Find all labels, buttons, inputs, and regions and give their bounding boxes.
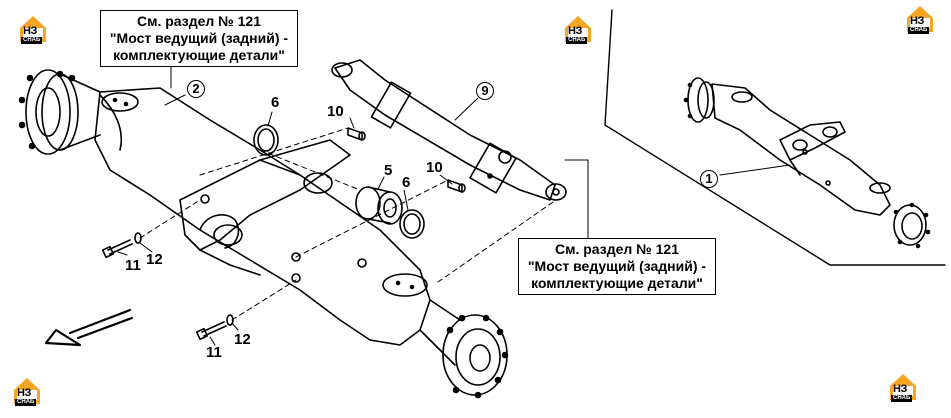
brand-logo-bottom-left: НЗ СНАБ <box>12 376 42 406</box>
callout-top-line3: комплектующие детали" <box>113 47 285 63</box>
brand-logo-top-right: НЗ СНАБ <box>905 4 935 34</box>
cylinder-part-9 <box>331 59 567 201</box>
label-part-6a: 6 <box>271 94 280 111</box>
label-part-11a: 11 <box>125 257 141 274</box>
logo-sub-text: СНАБ <box>908 27 930 34</box>
washer-part-12b <box>226 314 234 326</box>
logo-brand-text: НЗ <box>23 25 37 37</box>
callout-top: См. раздел № 121 "Мост ведущий (задний) … <box>100 10 298 67</box>
label-part-2: 2 <box>187 80 205 98</box>
label-part-10a: 10 <box>327 103 344 120</box>
label-part-12a: 12 <box>146 251 163 268</box>
brand-logo-top-left: НЗ СНАБ <box>18 14 48 44</box>
callout-bottom-line1: См. раздел № 121 <box>554 241 680 257</box>
callout-bottom-line2: "Мост ведущий (задний) - <box>527 258 707 274</box>
logo-sub-text: СНАБ <box>21 37 43 44</box>
left-hub <box>18 69 101 155</box>
house-logo-icon <box>20 16 46 42</box>
logo-sub-text: СНАБ <box>15 399 37 406</box>
house-logo-icon <box>14 378 40 404</box>
logo-brand-text: НЗ <box>910 15 924 27</box>
logo-sub-text: СНАБ <box>566 37 588 44</box>
brand-logo-top-center: НЗ СНАБ <box>563 14 593 44</box>
label-part-11b: 11 <box>206 344 222 361</box>
bolt-part-11a <box>107 239 133 255</box>
house-logo-icon <box>890 374 916 400</box>
logo-brand-text: НЗ <box>893 383 907 395</box>
right-hub <box>419 299 509 399</box>
label-part-6b: 6 <box>402 174 411 191</box>
cradle-frame <box>179 139 351 251</box>
brand-logo-bottom-right: НЗ СНАБ <box>888 372 918 402</box>
ring-part-6a <box>253 124 279 156</box>
overview-inset <box>604 9 946 266</box>
logo-brand-text: НЗ <box>17 387 31 399</box>
label-part-12b: 12 <box>234 331 251 348</box>
house-logo-icon <box>907 6 933 32</box>
direction-arrow <box>44 308 134 347</box>
bolt-part-11b <box>201 321 227 337</box>
logo-sub-text: СНАБ <box>891 395 913 402</box>
callout-bottom: См. раздел № 121 "Мост ведущий (задний) … <box>518 238 716 295</box>
callout-top-line2: "Мост ведущий (задний) - <box>109 30 289 46</box>
washer-part-12a <box>134 232 142 244</box>
ring-part-6b <box>399 209 425 239</box>
callout-top-line1: См. раздел № 121 <box>136 13 262 29</box>
house-logo-icon <box>565 16 591 42</box>
label-part-1: 1 <box>700 170 718 188</box>
label-part-9: 9 <box>476 82 494 100</box>
callout-bottom-line3: комплектующие детали" <box>531 275 703 291</box>
logo-brand-text: НЗ <box>568 25 582 37</box>
label-part-5: 5 <box>384 162 393 179</box>
label-part-10b: 10 <box>426 159 443 176</box>
bushing-part-5 <box>355 186 403 225</box>
